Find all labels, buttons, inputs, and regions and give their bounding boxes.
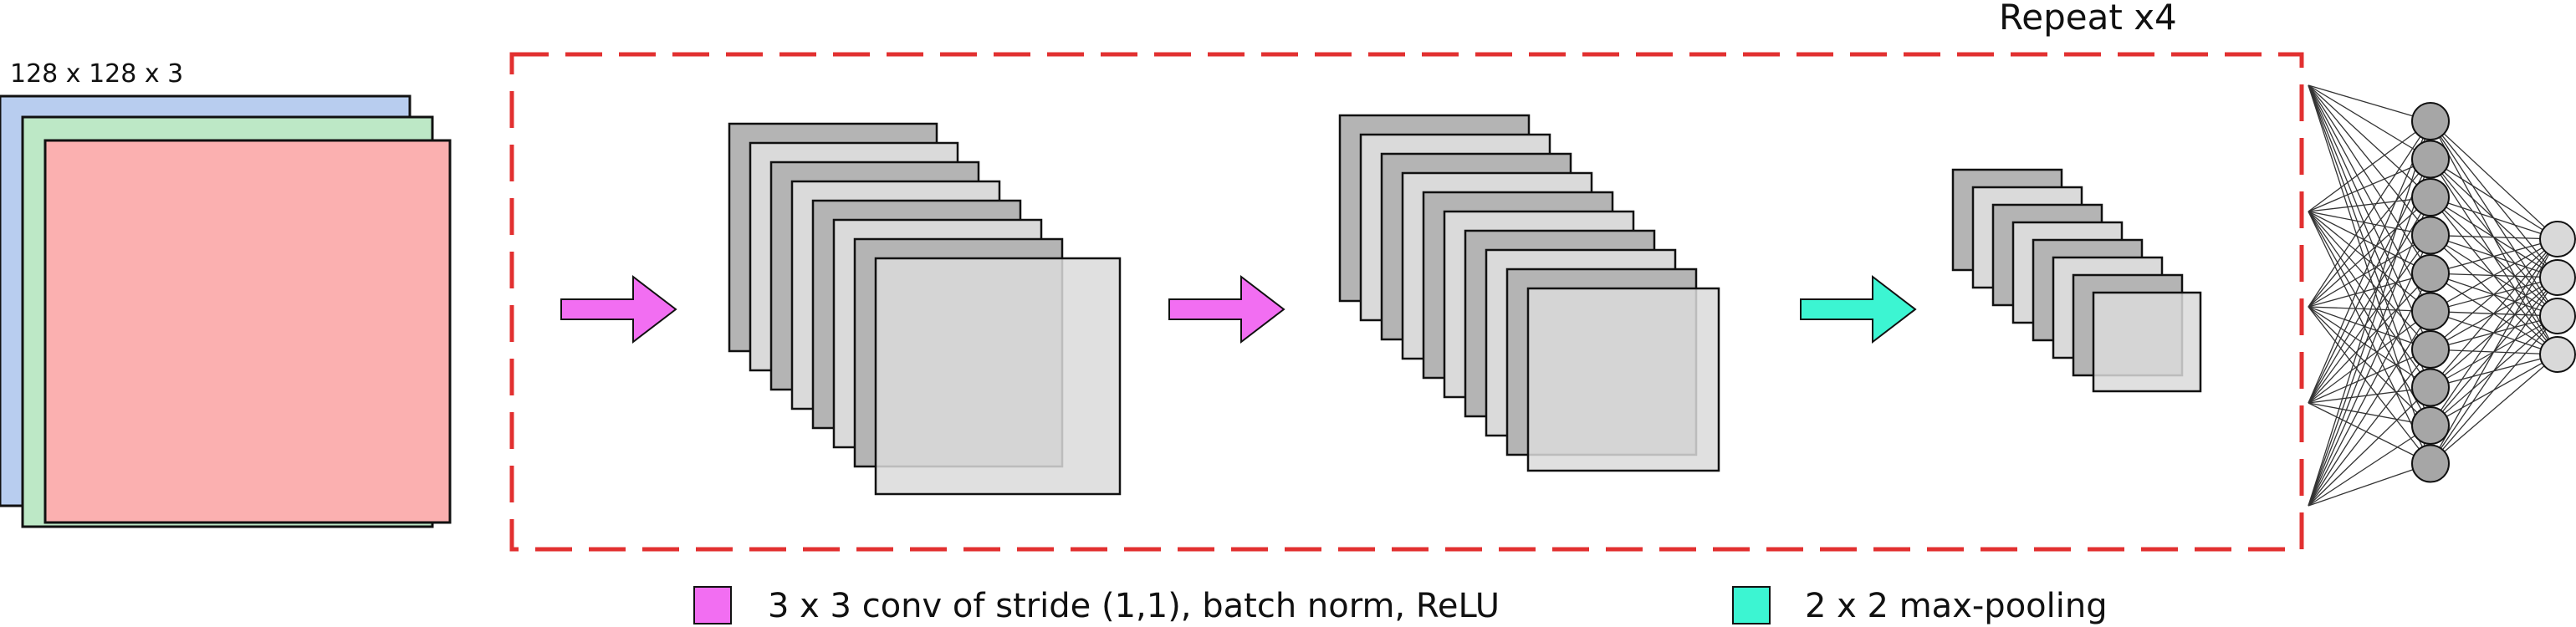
fc-connection-line: [2308, 84, 2431, 274]
fc-connection-line: [2308, 84, 2431, 312]
fc-connection-line: [2308, 349, 2431, 404]
fc-connection-line: [2430, 120, 2558, 240]
output-neuron: [2539, 298, 2576, 334]
feature-map-slice: [874, 257, 1122, 496]
fc-connection-line: [2430, 238, 2558, 464]
fc-connection-line: [2430, 315, 2558, 464]
output-neuron: [2539, 336, 2576, 373]
fc-connection-line: [2308, 84, 2431, 388]
fc-nodes: [2411, 102, 2576, 483]
repeat-block-border: [509, 52, 2304, 552]
fc-connection-line: [2308, 84, 2431, 426]
fc-connection-line: [2430, 238, 2558, 350]
fc-connection-line: [2430, 158, 2558, 240]
fc-connection-line: [2308, 306, 2431, 426]
hidden-neuron: [2411, 330, 2450, 369]
fc-connection-line: [2308, 310, 2431, 404]
fc-connection-line: [2308, 425, 2431, 507]
fc-connection-line: [2308, 84, 2431, 122]
input-size-label: 128 x 128 x 3: [10, 59, 183, 89]
feature-map-stack-pooled: [1951, 168, 2202, 393]
feature-map-stack-conv2: [1338, 114, 1720, 472]
fc-connection-line: [2308, 159, 2431, 404]
fc-connection-line: [2308, 84, 2431, 198]
conv-arrow-2: [1168, 274, 1285, 344]
feature-map-slice: [1526, 287, 1720, 472]
fc-connection-line: [2308, 349, 2431, 507]
fc-connection-line: [2308, 306, 2431, 313]
hidden-neuron: [2411, 102, 2450, 140]
fc-connection-line: [2308, 84, 2431, 464]
fc-connection-line: [2308, 159, 2431, 507]
feature-map-stack-conv1: [728, 122, 1122, 496]
hidden-neuron: [2411, 140, 2450, 179]
fc-connection-line: [2430, 238, 2558, 274]
fc-connection-line: [2308, 84, 2431, 236]
fc-connection-line: [2308, 196, 2431, 404]
fc-connection-line: [2430, 354, 2558, 464]
fc-connection-line: [2308, 402, 2431, 426]
fc-connection-line: [2430, 277, 2558, 464]
fc-connection-line: [2308, 196, 2431, 507]
hidden-neuron: [2411, 444, 2450, 483]
fc-connection-line: [2308, 306, 2431, 389]
fc-connection-line: [2308, 120, 2431, 404]
input-volume: [0, 94, 452, 528]
fc-connection-line: [2308, 306, 2431, 464]
fc-connection-line: [2308, 120, 2431, 308]
fc-connection-line: [2308, 273, 2431, 507]
legend-conv-label: 3 x 3 conv of stride (1,1), batch norm, …: [768, 587, 1500, 625]
fc-connection-line: [2308, 273, 2431, 308]
fc-connection-line: [2308, 84, 2431, 161]
fc-connection-line: [2308, 306, 2431, 350]
fc-connection-line: [2308, 120, 2431, 212]
fc-connection-line: [2308, 235, 2431, 404]
fc-connection-line: [2308, 120, 2431, 507]
fc-connection-line: [2308, 402, 2431, 465]
output-neuron: [2539, 221, 2576, 257]
fc-connections: [2308, 84, 2558, 507]
fc-connection-line: [2430, 234, 2558, 240]
hidden-neuron: [2411, 254, 2450, 293]
repeat-label: Repeat x4: [1999, 0, 2177, 38]
pool-arrow: [1800, 274, 1917, 344]
hidden-neuron: [2411, 292, 2450, 331]
conv-arrow-1: [560, 274, 677, 344]
fc-connection-line: [2430, 238, 2558, 313]
hidden-neuron: [2411, 368, 2450, 407]
legend-conv-swatch: [693, 586, 732, 624]
fc-connection-line: [2308, 387, 2431, 507]
hidden-neuron: [2411, 216, 2450, 255]
legend-pool-swatch: [1732, 586, 1771, 624]
fc-connection-line: [2308, 158, 2431, 212]
fc-connection-line: [2308, 462, 2431, 507]
legend: 3 x 3 conv of stride (1,1), batch norm, …: [693, 586, 2108, 625]
hidden-neuron: [2411, 178, 2450, 217]
fc-connection-line: [2308, 235, 2431, 507]
feature-map-slice: [2092, 291, 2202, 393]
fc-connection-line: [2308, 273, 2431, 404]
hidden-neuron: [2411, 406, 2450, 445]
fc-connection-line: [2430, 238, 2558, 388]
legend-pool-label: 2 x 2 max-pooling: [1805, 587, 2108, 625]
input-channel-red: [43, 139, 452, 524]
fc-connection-line: [2308, 311, 2431, 507]
fc-connection-line: [2430, 238, 2558, 426]
fc-connection-line: [2430, 196, 2558, 240]
fc-connection-line: [2308, 386, 2431, 404]
fc-connection-line: [2308, 84, 2431, 350]
output-neuron: [2539, 259, 2576, 296]
